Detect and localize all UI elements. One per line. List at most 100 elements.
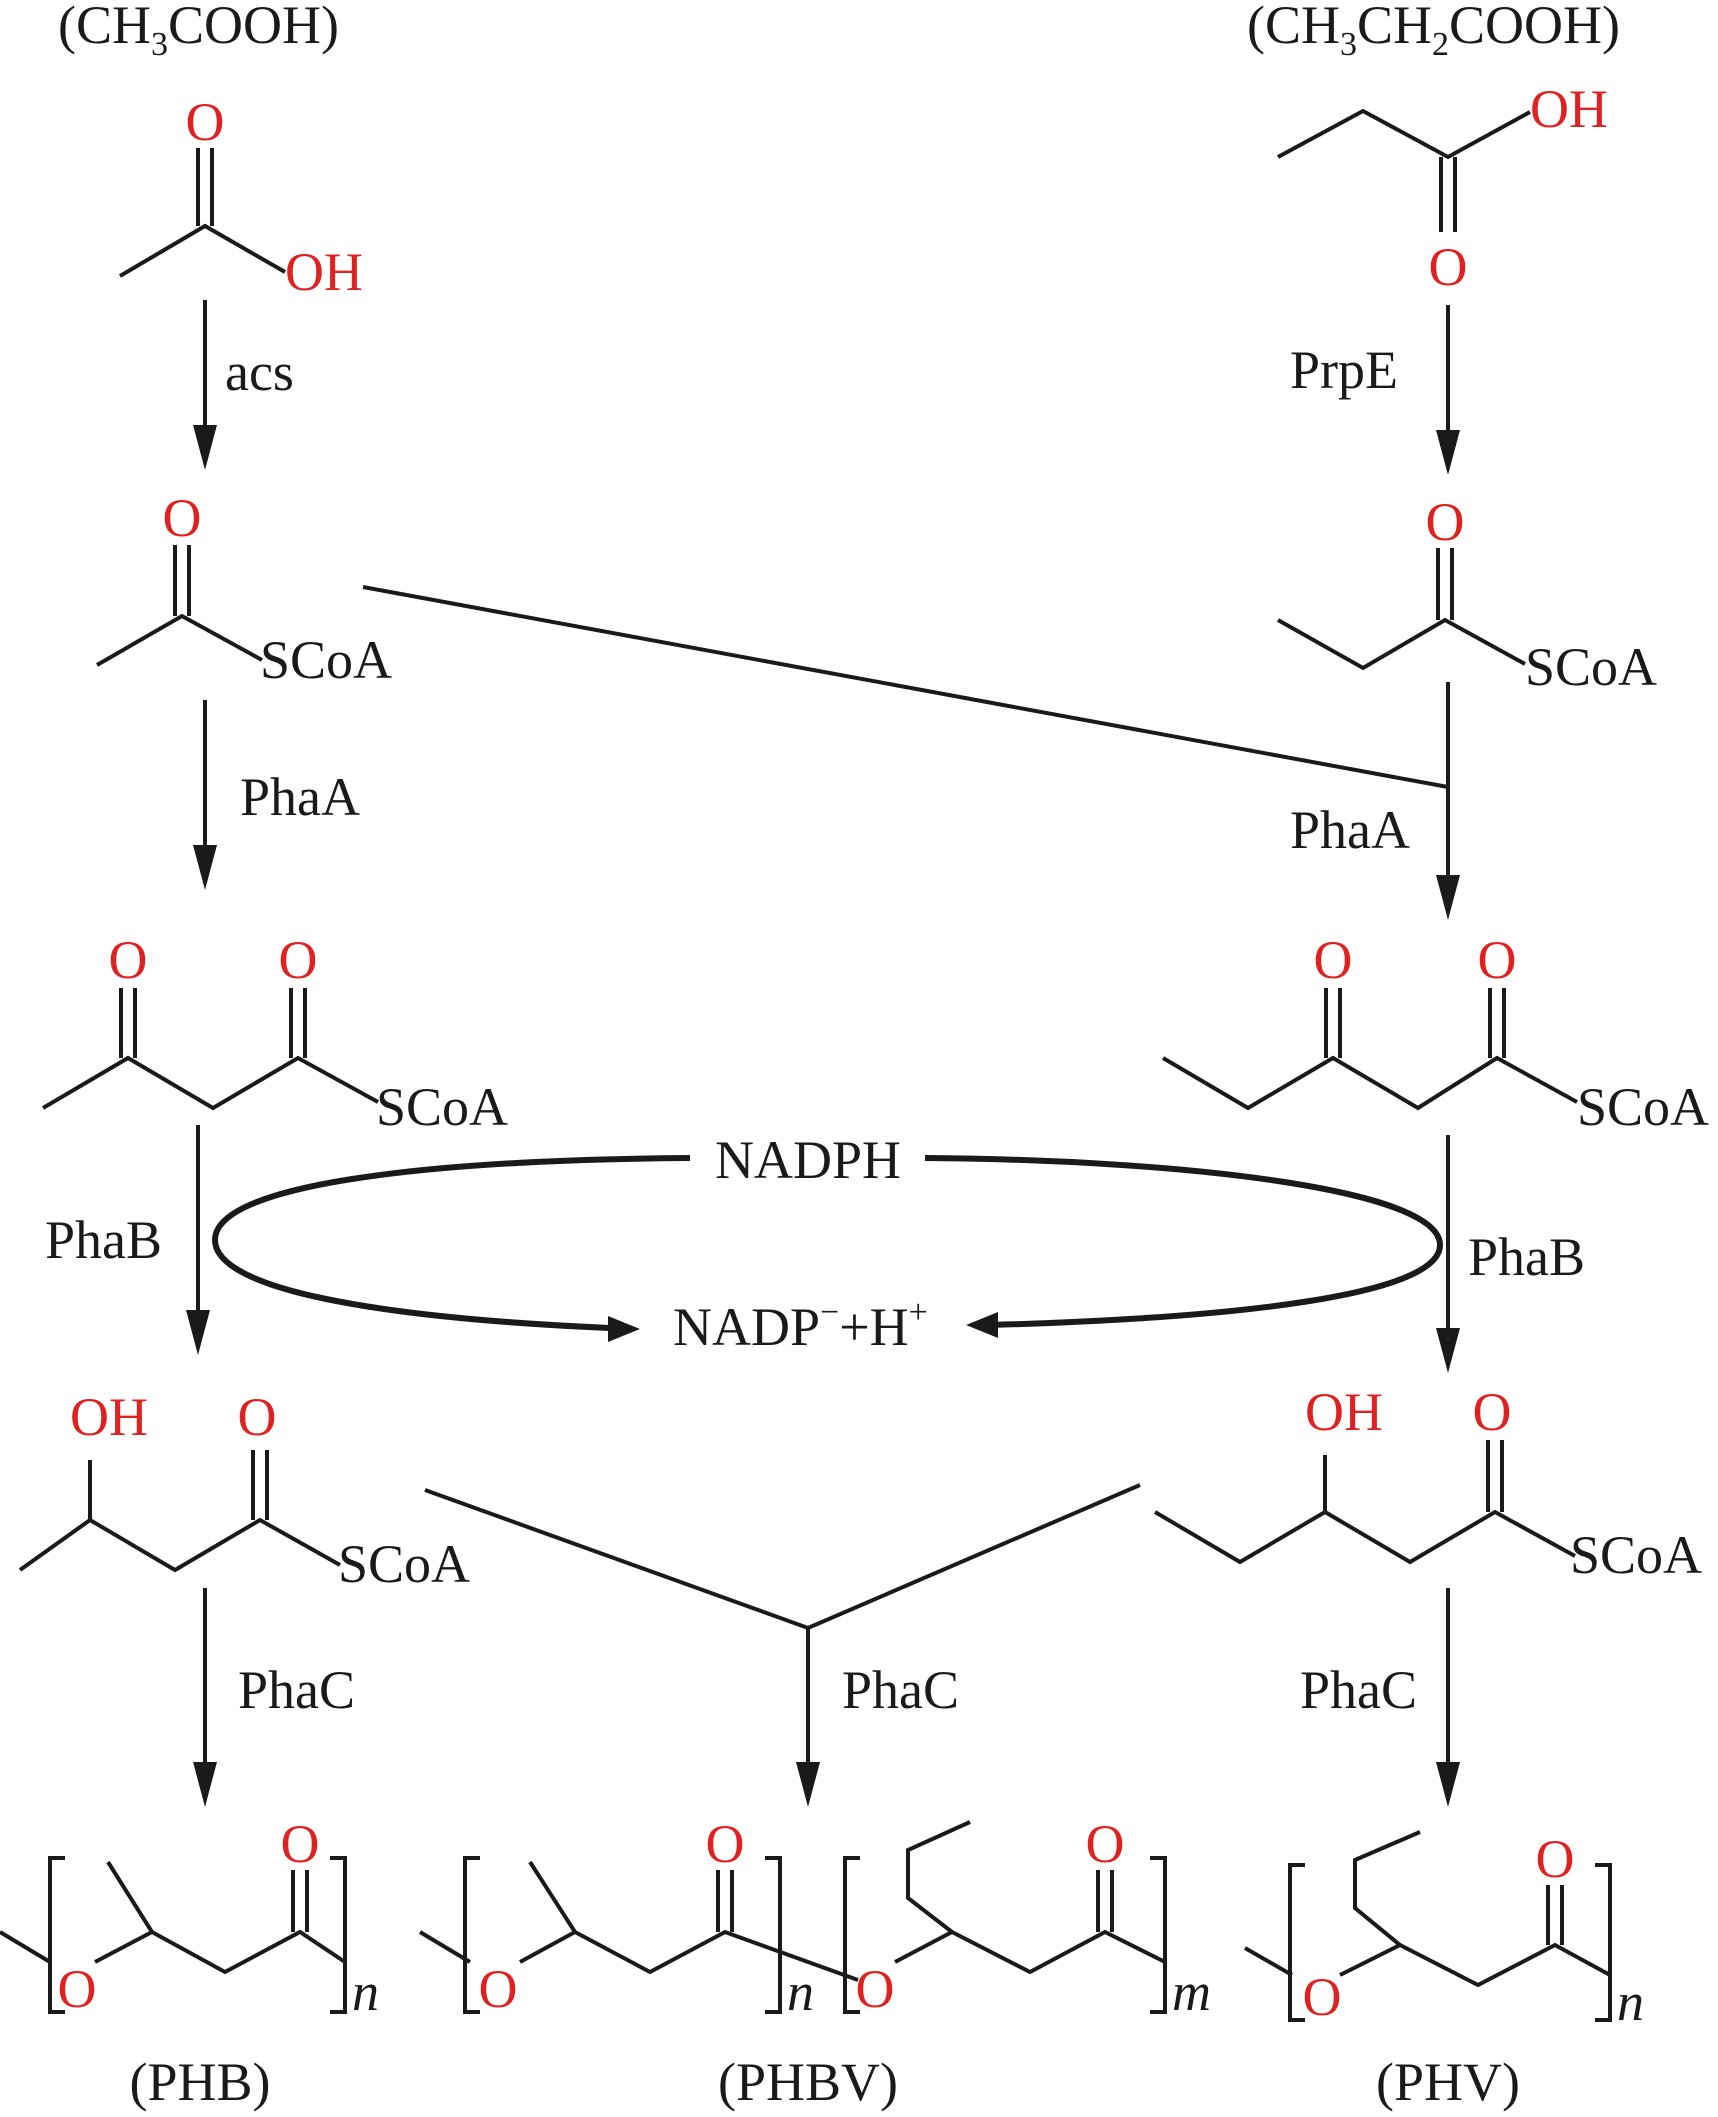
ketovaleryl-coa-thioester-oxygen: O: [1478, 930, 1517, 990]
propionic-acid-carbonyl-double-bond: [1439, 157, 1457, 232]
ketovaleryl-coa-bonds: [1161, 1055, 1578, 1111]
phaa-left-arrowhead: [193, 845, 217, 890]
phv-carbonyl-oxygen: O: [1536, 1829, 1575, 1889]
phbv-hb-methyl-bond: [528, 1860, 577, 1934]
hydroxyvaleryl-coa-carbonyl-oxygen: O: [1473, 1382, 1512, 1442]
enzyme-prpe: PrpE: [1290, 340, 1398, 400]
phb-left-bracket: [48, 1856, 65, 2014]
acetoacetyl-coa-bonds: [41, 1055, 379, 1111]
phv-ethyl-bonds: [1353, 1830, 1421, 1947]
cofactor-nadp: NADP−+H+: [673, 1294, 928, 1357]
phbv-hv-ethyl-bonds: [906, 1820, 971, 1934]
acetic-acid-carbonyl-oxygen: O: [186, 92, 225, 152]
enzyme-phac-left: PhaC: [238, 1660, 355, 1720]
phab-left-arrowhead: [186, 1310, 210, 1355]
enzyme-phab-right: PhaB: [1468, 1227, 1585, 1287]
phac-left-arrowhead: [193, 1762, 217, 1807]
acetyl-coa-carbonyl-oxygen: O: [163, 488, 202, 548]
phv-repeat-n: n: [1617, 1972, 1644, 2032]
phb-right-bracket: [330, 1856, 347, 2014]
phbv-hb-ester-oxygen: O: [479, 1959, 518, 2019]
ketovaleryl-coa-keto-oxygen: O: [1314, 930, 1353, 990]
hydroxybutyryl-coa-carbonyl-oxygen: O: [238, 1387, 277, 1447]
phab-right-arrowhead: [1436, 1328, 1460, 1373]
hydroxybutyryl-coa-carbonyl-double-bond: [251, 1450, 269, 1520]
phb-carbonyl-double-bond: [291, 1870, 309, 1932]
phb-name: (PHB): [129, 2052, 270, 2112]
acetic-acid-formula: (CH3COOH): [58, 0, 339, 63]
hydroxybutyryl-coa: OH O SCoA: [18, 1387, 470, 1594]
propionic-acid-bonds: [1277, 108, 1531, 160]
phbv-hv-carbonyl-double-bond: [1096, 1870, 1114, 1932]
enzyme-phac-right: PhaC: [1300, 1660, 1417, 1720]
hydroxyvaleryl-coa: OH O SCoA: [1153, 1382, 1702, 1585]
phbv-hb-carbonyl-double-bond: [716, 1870, 734, 1932]
hydroxybutyryl-coa-hydroxyl: OH: [70, 1387, 148, 1447]
phbv-name: (PHBV): [718, 2052, 898, 2112]
acetyl-coa-carbonyl-double-bond: [173, 545, 191, 616]
enzyme-phab-left: PhaB: [45, 1210, 162, 1270]
acetoacetyl-coa: O O SCoA: [41, 930, 508, 1137]
acetyl-coa-bonds: [96, 613, 263, 667]
phac-right-arrowhead: [1436, 1762, 1460, 1807]
enzyme-acs: acs: [225, 342, 294, 402]
acetic-acid-bonds: [118, 223, 286, 278]
phv-name: (PHV): [1376, 2052, 1520, 2112]
phac-mid-arrowhead: [796, 1762, 820, 1807]
propionyl-coa-scoa: SCoA: [1525, 637, 1657, 697]
acetoacetyl-coa-keto-double-bond: [119, 988, 137, 1058]
hydroxyvaleryl-coa-carbonyl-double-bond: [1486, 1440, 1504, 1512]
propionic-acid-hydroxyl: OH: [1530, 79, 1608, 139]
phv-chain-bonds: [1244, 1942, 1611, 1988]
prpe-arrowhead: [1436, 430, 1460, 475]
acetyl-coa-scoa: SCoA: [260, 630, 392, 690]
phv-ester-oxygen: O: [1303, 1967, 1342, 2027]
propionyl-coa-carbonyl-oxygen: O: [1426, 492, 1465, 552]
acs-arrowhead: [193, 425, 217, 470]
phbv-hv-right-bracket: [1150, 1856, 1167, 2014]
phb-repeat-n: n: [352, 1962, 379, 2022]
phb-ester-oxygen: O: [58, 1959, 97, 2019]
phbv-converging-lines: [424, 1483, 1141, 1631]
propionic-acid-carbonyl-oxygen: O: [1429, 237, 1468, 297]
propionic-acid-formula: (CH3CH2COOH): [1247, 0, 1620, 63]
nadp-right-arrowhead: [966, 1312, 998, 1338]
propionyl-coa-carbonyl-double-bond: [1436, 548, 1454, 620]
phv-carbonyl-double-bond: [1546, 1885, 1564, 1945]
propionyl-coa-bonds: [1277, 617, 1526, 671]
phbv-hb-chain-bonds: [418, 1929, 859, 1982]
hydroxyvaleryl-coa-hydroxyl: OH: [1305, 1382, 1383, 1442]
enzyme-phaa-left: PhaA: [240, 767, 360, 827]
acetoacetyl-coa-keto-oxygen: O: [109, 930, 148, 990]
ketovaleryl-coa: O O SCoA: [1161, 930, 1709, 1137]
phb-chain-bonds: [0, 1929, 347, 1975]
hydroxyvaleryl-coa-scoa: SCoA: [1570, 1525, 1702, 1585]
phbv-hv-chain-bonds: [894, 1929, 1166, 1975]
ketovaleryl-coa-scoa: SCoA: [1577, 1077, 1709, 1137]
hydroxybutyryl-coa-scoa: SCoA: [338, 1534, 470, 1594]
acetoacetyl-coa-scoa: SCoA: [376, 1077, 508, 1137]
enzyme-phac-mid: PhaC: [842, 1660, 959, 1720]
phbv-hb-carbonyl-oxygen: O: [706, 1814, 745, 1874]
acetic-acid-hydroxyl: OH: [285, 242, 363, 302]
nadp-left-arrowhead: [608, 1316, 640, 1342]
nadph-cycle-loop-right: [924, 1155, 1444, 1328]
hydroxyvaleryl-coa-bonds: [1153, 1509, 1576, 1565]
polymer-phv: O O n (PHV): [1244, 1829, 1644, 2112]
acetyl-coa: O SCoA: [96, 488, 392, 690]
acetoacetyl-coa-thioester-oxygen: O: [279, 930, 318, 990]
propionic-acid: (CH3CH2COOH) OH O: [1247, 0, 1620, 297]
phbv-hv-left-bracket: [843, 1856, 860, 2014]
polymer-phb: O O n (PHB): [0, 1814, 379, 2112]
phaa-right-arrowhead: [1436, 875, 1460, 920]
phv-left-bracket: [1288, 1863, 1305, 2022]
phbv-hb-right-bracket: [765, 1856, 782, 2014]
cofactor-nadph: NADPH: [715, 1130, 901, 1190]
acetic-acid-carbonyl-double-bond: [196, 148, 214, 226]
acetic-acid: (CH3COOH) O OH: [58, 0, 363, 302]
phbv-hv-ester-oxygen: O: [856, 1959, 895, 2019]
acetoacetyl-coa-thioester-double-bond: [289, 988, 307, 1058]
polymer-phbv: O O n O O m (PHBV): [418, 1814, 1211, 2112]
enzyme-phaa-right: PhaA: [1290, 800, 1410, 860]
